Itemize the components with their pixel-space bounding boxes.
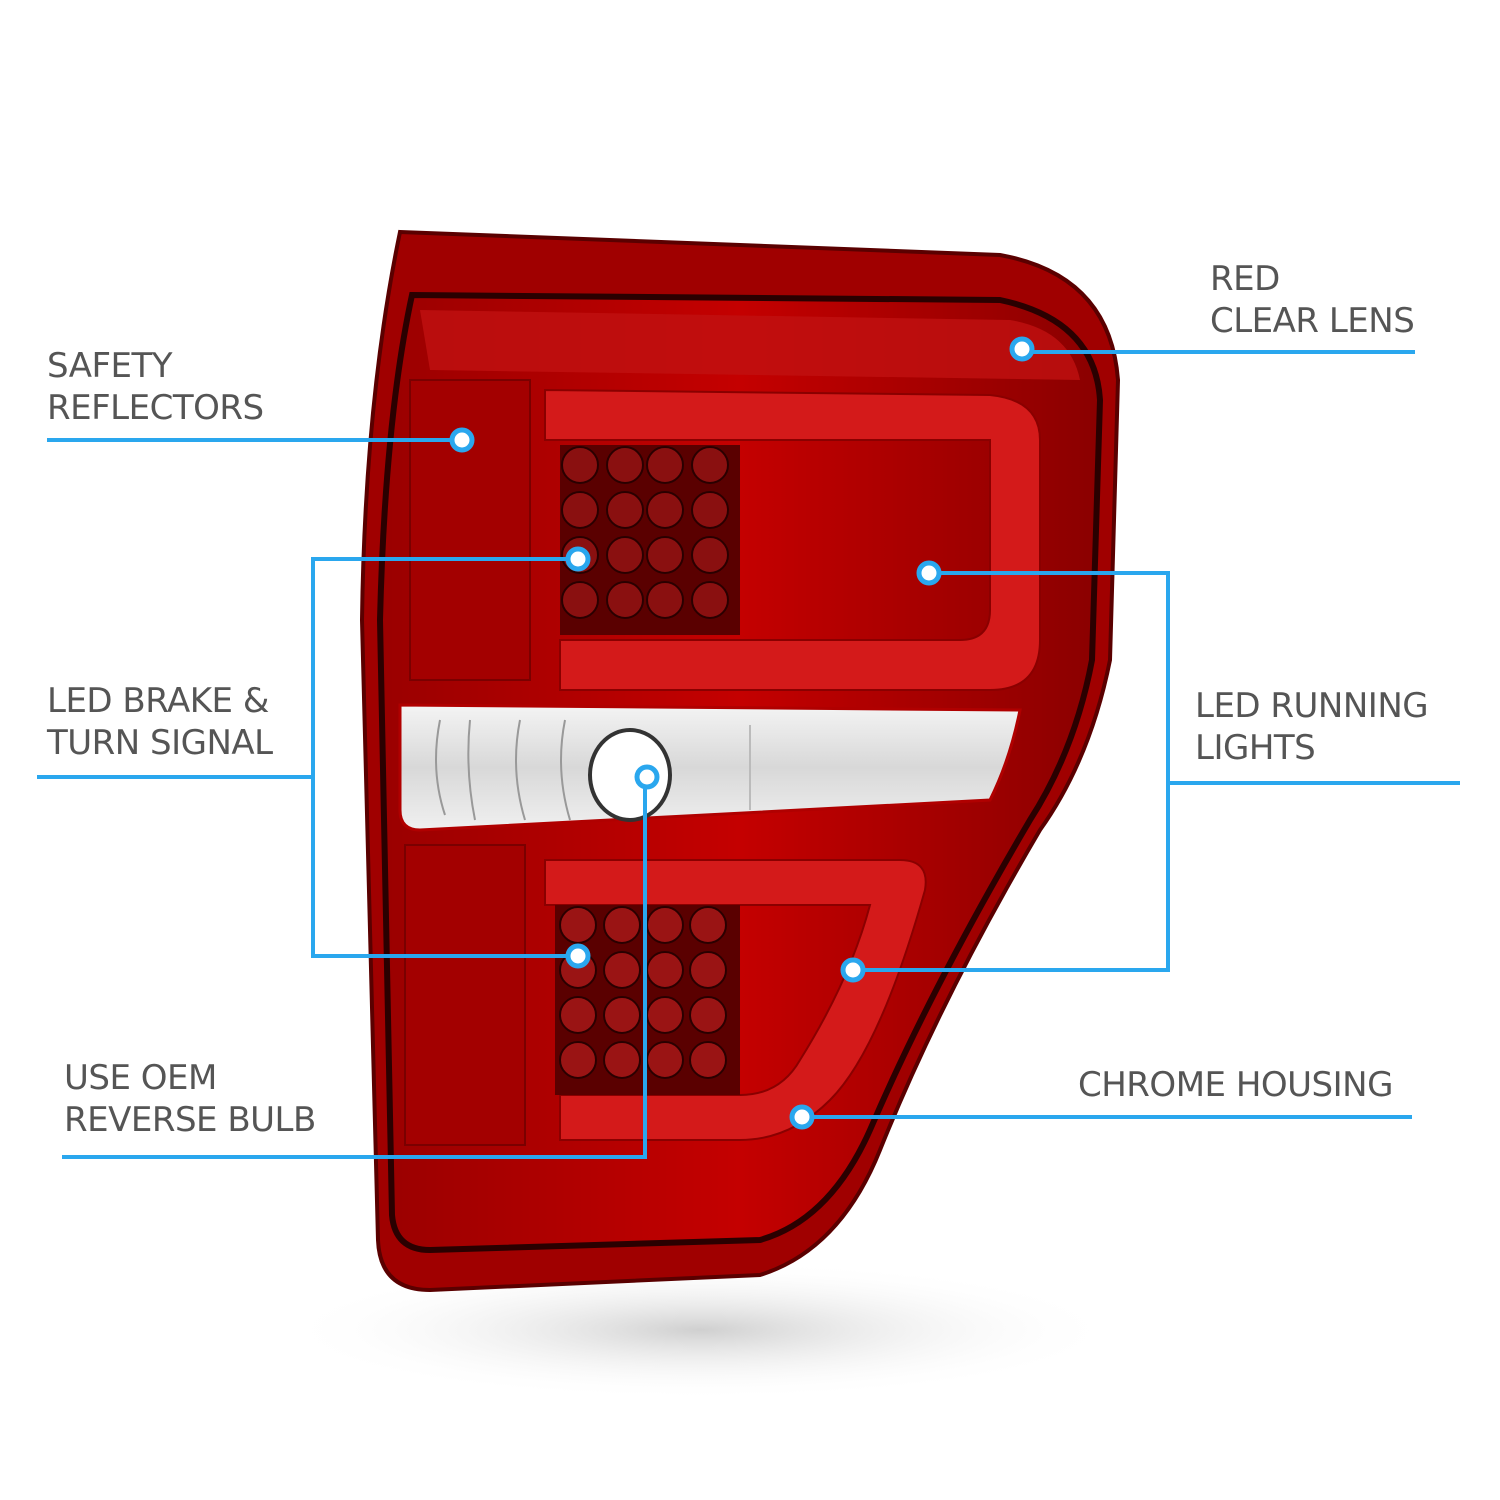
callout-dots [449,336,1035,1130]
reflector-panel-bottom [404,844,526,1146]
label-oem-reverse: USE OEM REVERSE BULB [64,1058,316,1140]
dot-led-running-lower [840,957,866,983]
upper-lens-bar [420,310,1080,380]
reverse-reflector-detail [435,719,751,822]
leader-led-running-bracket [853,571,1170,972]
leader-oem-reverse [62,780,647,1159]
dot-led-brake-lower [565,943,591,969]
led-array-lower [555,905,740,1095]
chrome-reverse-housing [398,703,1022,832]
dot-led-running-upper [916,560,942,586]
label-safety-reflectors: SAFETY REFLECTORS [47,346,264,428]
callout-lines [37,350,1460,1159]
label-red-clear-lens: RED CLEAR LENS [1210,259,1415,341]
led-array-upper [560,445,740,635]
label-chrome-housing: CHROME HOUSING [1078,1065,1393,1105]
running-light-tube-lower [544,859,927,1141]
leader-led-brake-bracket [311,557,578,958]
dot-red-clear-lens [1009,336,1035,362]
dot-chrome-housing [789,1104,815,1130]
floor-shadow [280,1260,1120,1400]
dot-led-brake-upper [565,546,591,572]
label-led-brake-turn: LED BRAKE & TURN SIGNAL [47,681,273,763]
reflector-panel-top [409,379,531,681]
label-led-running: LED RUNNING LIGHTS [1195,686,1429,768]
dot-oem-reverse [634,764,660,790]
running-light-tube-upper [544,388,1041,691]
dot-safety-reflectors [449,427,475,453]
